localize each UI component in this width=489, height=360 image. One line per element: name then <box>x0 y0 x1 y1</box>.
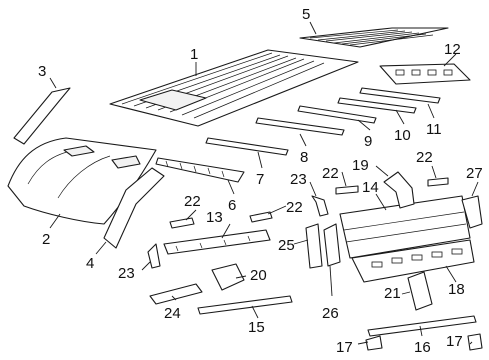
callout-24: 24 <box>164 305 181 322</box>
part-4-front-pillar <box>103 167 165 249</box>
part-22-bracket <box>335 185 359 195</box>
callout-9: 9 <box>364 133 372 150</box>
callout-17-right: 17 <box>446 333 463 350</box>
callout-22-b: 22 <box>286 199 303 216</box>
part-21-rear-reinforcement <box>407 271 433 311</box>
callout-13: 13 <box>206 209 223 226</box>
part-1-main-roof-panel <box>109 49 359 127</box>
part-9-roof-bow <box>297 105 377 124</box>
leader-lines <box>49 21 479 345</box>
callout-5: 5 <box>302 6 310 23</box>
part-26-pillar-bracket <box>323 223 341 267</box>
callout-22-a: 22 <box>184 193 201 210</box>
part-11-roof-bow <box>359 87 441 104</box>
callout-26: 26 <box>322 305 339 322</box>
callout-25: 25 <box>278 237 295 254</box>
part-20-reinforcement <box>211 263 245 291</box>
part-12-rear-header <box>379 63 471 85</box>
callout-7: 7 <box>256 171 264 188</box>
part-22-bracket <box>249 211 273 223</box>
callout-11: 11 <box>426 121 442 138</box>
part-23-bracket <box>311 195 329 217</box>
part-22-bracket <box>427 177 449 187</box>
part-22-bracket <box>169 217 195 229</box>
part-3-pillar-trim <box>13 87 71 145</box>
part-23-bracket <box>147 243 161 269</box>
callout-27: 27 <box>466 165 483 182</box>
callout-3: 3 <box>38 63 46 80</box>
callout-10: 10 <box>394 127 411 144</box>
part-17-end-cap <box>467 333 483 351</box>
part-17-end-cap <box>365 335 383 351</box>
callout-23-a: 23 <box>290 171 307 188</box>
part-8-roof-bow <box>255 117 345 136</box>
part-6-windshield-header <box>155 157 245 183</box>
callout-15: 15 <box>248 319 265 336</box>
callout-12: 12 <box>444 41 461 58</box>
callout-16: 16 <box>414 339 431 356</box>
callout-20: 20 <box>250 267 267 284</box>
callout-1: 1 <box>190 46 198 63</box>
part-24-sill-bracket <box>149 283 203 305</box>
callout-14: 14 <box>362 179 379 196</box>
part-2-front-roof-cap <box>7 137 157 225</box>
callout-22-c: 22 <box>322 165 339 182</box>
callout-8: 8 <box>300 149 308 166</box>
part-18-rear-sill <box>351 239 475 283</box>
callout-19: 19 <box>352 157 369 174</box>
callout-22-d: 22 <box>416 149 433 166</box>
callout-18: 18 <box>448 281 465 298</box>
callout-2: 2 <box>42 231 50 248</box>
part-25-pillar-bracket <box>305 223 323 269</box>
part-14-rear-panel <box>339 195 471 259</box>
part-27-corner-cap <box>461 195 483 229</box>
part-7-roof-bow <box>205 137 289 156</box>
part-19-rear-bracket <box>383 171 415 209</box>
callout-4: 4 <box>86 255 94 272</box>
callout-23-b: 23 <box>118 265 135 282</box>
callout-17-left: 17 <box>336 339 353 356</box>
part-5-roof-panel <box>299 27 449 48</box>
callout-6: 6 <box>228 197 236 214</box>
part-15-lower-rail <box>197 295 293 315</box>
callout-21: 21 <box>384 285 401 302</box>
part-10-roof-bow <box>337 97 417 114</box>
part-16-rear-lower-rail <box>367 315 477 337</box>
part-13-side-rail <box>163 229 271 255</box>
